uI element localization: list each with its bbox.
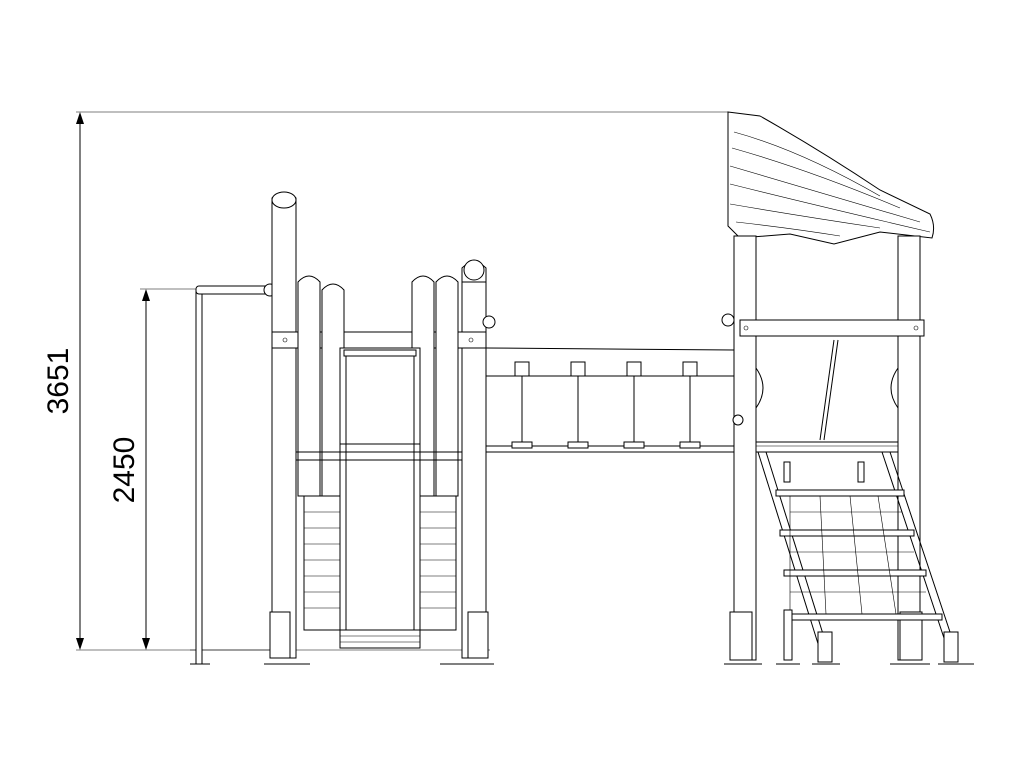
handle-post [190,283,277,665]
net-ladder [757,451,974,665]
left-tower [264,191,496,665]
bridge-hangers [511,361,701,449]
platform-height-label: 2450 [108,437,141,504]
right-tower [721,111,935,665]
chain-bridge [485,347,735,453]
overall-height-dimension: 3651 [42,111,728,651]
overall-height-label: 3651 [42,348,75,415]
platform-height-dimension: 2450 [108,288,200,650]
